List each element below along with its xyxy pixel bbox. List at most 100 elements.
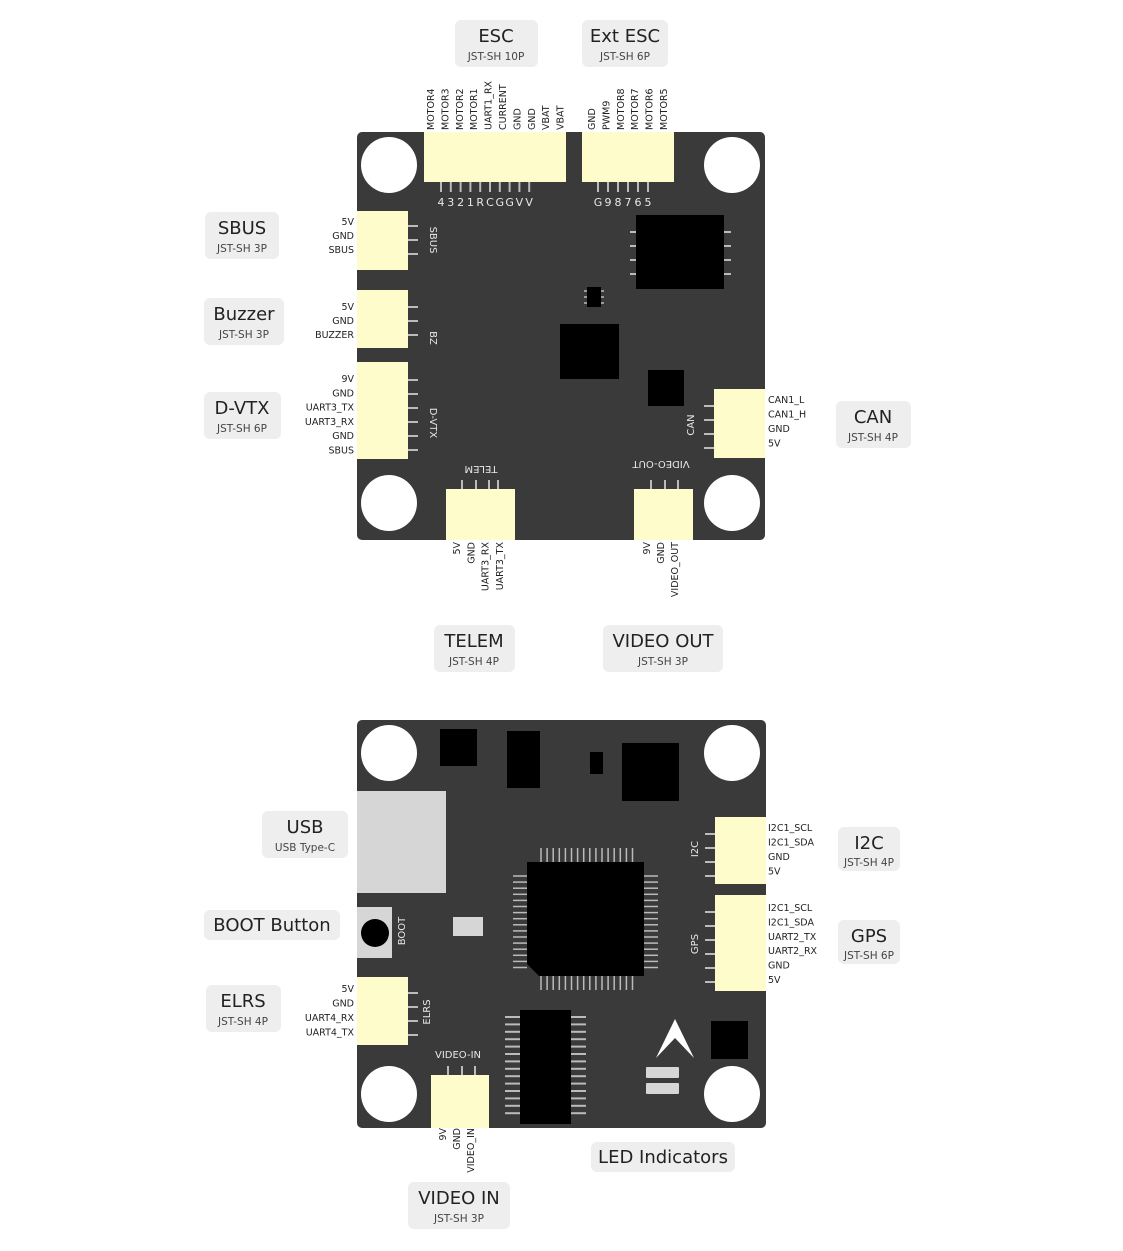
chip [711,1021,748,1059]
svg-text:JST-SH 10P: JST-SH 10P [467,51,525,63]
pin-short-label: 6 [635,196,642,209]
pin-label: UART3_TX [306,403,355,414]
pin-label: BUZZER [315,330,354,341]
mcu-legs [513,848,658,990]
silk-dvtx: D-VTX [427,408,438,439]
dvtx-connector [357,362,408,459]
svg-text:JST-SH 4P: JST-SH 4P [843,857,894,869]
label-elrs: ELRS JST-SH 4P [206,985,281,1032]
pin-short-label: 7 [625,196,632,209]
dvtx-pin-legs [408,379,418,451]
ext-esc-pin-legs [597,182,649,192]
mount-hole [361,1066,417,1122]
pin-label: MOTOR1 [469,88,480,130]
pin-label: 9V [438,1128,449,1141]
pin-label: 5V [341,984,354,995]
svg-text:JST-SH 3P: JST-SH 3P [216,243,267,255]
mount-hole [704,137,760,193]
chip [507,731,540,788]
mount-hole [704,1066,760,1122]
pin-label: VIDEO_OUT [670,542,681,597]
svg-text:ELRS: ELRS [220,991,265,1012]
pin-label: UART4_TX [306,1028,355,1039]
esc-pin-legs [440,182,531,192]
pin-label: VIDEO_IN [466,1128,477,1173]
svg-text:CAN: CAN [854,407,892,428]
sbus-pin-legs [408,225,418,255]
video-in-connector [431,1075,489,1128]
pin-label: VBAT [541,105,552,130]
ic-legs [505,1016,586,1115]
ext-esc-connector [582,132,674,182]
pin-label: 5V [768,975,781,986]
pin-short-label: G [594,196,603,209]
pin-short-label: V [525,196,533,209]
pin-label: CAN1_H [768,410,806,421]
pin-label: GND [656,542,667,564]
pin-label: GND [332,231,354,242]
svg-text:VIDEO IN: VIDEO IN [418,1188,500,1209]
pin-label: VBAT [556,105,567,130]
telem-connector [446,489,515,540]
label-buzzer: Buzzer JST-SH 3P [204,298,284,345]
video-out-connector [634,489,693,540]
sbus-connector [357,211,408,270]
svg-text:TELEM: TELEM [443,631,503,652]
mcu-chip [527,862,644,976]
can-pin-legs [704,405,714,449]
chip [622,743,679,801]
pin-label: GND [587,108,598,130]
ic-chip [520,1010,571,1124]
svg-text:Ext ESC: Ext ESC [590,26,660,47]
telem-pin-legs [461,480,499,489]
pin-short-label: 5 [645,196,652,209]
svg-text:USB Type-C: USB Type-C [275,842,335,854]
chip [440,729,477,766]
chip [560,324,619,379]
svg-text:JST-SH 6P: JST-SH 6P [599,51,650,63]
svg-text:JST-SH 3P: JST-SH 3P [433,1213,484,1225]
label-gps: GPS JST-SH 6P [838,920,900,964]
pin-label: GND [768,961,790,972]
pin-label: UART3_RX [305,417,355,428]
silk-elrs: ELRS [422,999,433,1024]
i2c-connector [715,817,766,884]
svg-text:JST-SH 6P: JST-SH 6P [216,423,267,435]
mount-hole [361,137,417,193]
label-sbus: SBUS JST-SH 3P [205,212,279,259]
pin-short-label: 8 [615,196,622,209]
pin-label: SBUS [328,245,354,256]
pin-short-label: 2 [457,196,464,209]
label-telem: TELEM JST-SH 4P [434,625,515,672]
pin-label: SBUS [328,446,354,457]
label-esc: ESC JST-SH 10P [455,20,538,67]
svg-text:USB: USB [287,817,324,838]
svg-text:BOOT Button: BOOT Button [213,915,330,936]
silk-video-in: VIDEO-IN [435,1050,481,1061]
pin-label: GND [332,388,354,399]
buzzer-connector [357,290,408,348]
boot-button-knob[interactable] [361,919,389,947]
pin-label: 5V [768,867,781,878]
pin-label: GND [768,852,790,863]
label-can: CAN JST-SH 4P [836,401,911,448]
pin-label: MOTOR5 [659,88,670,130]
svg-text:Buzzer: Buzzer [213,304,275,325]
mount-hole [704,725,760,781]
pad [453,917,483,936]
pin-label: GND [332,316,354,327]
label-video-out: VIDEO OUT JST-SH 3P [603,625,723,672]
pin-label: UART4_RX [305,1013,355,1024]
esc-connector [424,132,566,182]
label-led-indicators: LED Indicators [591,1142,735,1172]
